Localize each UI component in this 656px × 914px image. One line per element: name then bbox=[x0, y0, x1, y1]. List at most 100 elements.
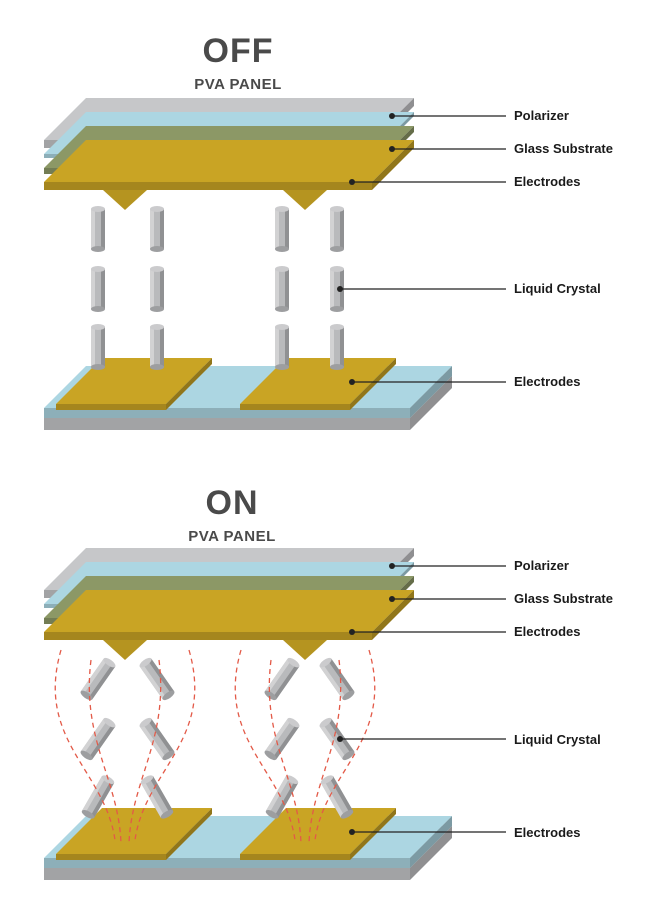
on-liquid-crystal-r3c4-highlight bbox=[320, 781, 345, 818]
on-liquid-crystal-r1c3 bbox=[264, 657, 300, 701]
off-liquid-crystal-r1c3-base bbox=[275, 246, 289, 252]
off-panel-illustration bbox=[44, 98, 506, 430]
on-bottom-polarizer-layer-side bbox=[410, 826, 452, 880]
on-field-line-0-d bbox=[128, 659, 162, 845]
off-liquid-crystal-r1c1 bbox=[91, 206, 105, 252]
on-electrode-pad-right-front bbox=[240, 854, 350, 860]
on-liquid-crystal-r3c4-cap bbox=[320, 775, 334, 785]
on-liquid-crystal-r3c1-highlight bbox=[81, 776, 106, 813]
off-label-liquid-crystal: Liquid Crystal bbox=[514, 281, 601, 296]
off-leader-electrodes-bottom-dot bbox=[349, 379, 355, 385]
on-liquid-crystal-r3c3-shadow bbox=[274, 781, 299, 818]
off-liquid-crystal-r3c4-cap bbox=[330, 324, 344, 330]
off-liquid-crystal-r2c3-cap bbox=[275, 266, 289, 272]
on-liquid-crystal-r3c1-base bbox=[81, 809, 95, 819]
off-liquid-crystal-r2c4-highlight bbox=[330, 269, 334, 309]
on-leader-electrodes-top-dot bbox=[349, 629, 355, 635]
off-liquid-crystal-r2c2-base bbox=[150, 306, 164, 312]
off-liquid-crystal-r2c1-base bbox=[91, 306, 105, 312]
on-liquid-crystal-r2c4-cap bbox=[319, 717, 332, 728]
on-field-line-0-b bbox=[134, 649, 196, 841]
on-liquid-crystal-r3c2-base bbox=[160, 809, 174, 819]
on-top-electrode-layer-top bbox=[44, 590, 414, 632]
on-liquid-crystal-r1c3-body bbox=[264, 658, 300, 700]
on-leader-liquid-crystal-dot bbox=[337, 736, 343, 742]
on-electrode-pad-right-top bbox=[240, 808, 396, 854]
off-liquid-crystal-r2c3 bbox=[275, 266, 289, 312]
on-liquid-crystal-r3c2-cap bbox=[140, 775, 154, 785]
off-liquid-crystal-r3c3 bbox=[275, 324, 289, 370]
on-liquid-crystal-r1c1-shadow bbox=[88, 664, 116, 700]
off-liquid-crystal-r2c4-cap bbox=[330, 266, 344, 272]
off-liquid-crystal-r2c2 bbox=[150, 266, 164, 312]
on-protrusion-2 bbox=[283, 640, 327, 660]
on-electrode-pad-right-side bbox=[350, 808, 396, 860]
off-liquid-crystal-r3c3-base bbox=[275, 364, 289, 370]
off-liquid-crystal-r3c4 bbox=[330, 324, 344, 370]
on-liquid-crystal-r3c3-base bbox=[265, 809, 279, 819]
off-top-electrode-layer bbox=[44, 140, 414, 190]
on-liquid-crystal-r1c3-cap bbox=[287, 657, 300, 668]
off-liquid-crystal-r2c1-shadow bbox=[101, 269, 105, 309]
on-liquid-crystal-r1c1 bbox=[80, 657, 116, 701]
on-state-title: ON bbox=[205, 484, 259, 522]
on-panel-illustration bbox=[44, 548, 506, 880]
off-liquid-crystal-r1c2-highlight bbox=[150, 209, 154, 249]
on-label-polarizer: Polarizer bbox=[514, 558, 569, 573]
off-protrusion-1 bbox=[103, 190, 147, 210]
on-liquid-crystal-r1c3-highlight bbox=[264, 658, 292, 694]
on-liquid-crystal-r2c3 bbox=[264, 717, 300, 761]
on-label-glass-substrate: Glass Substrate bbox=[514, 591, 613, 606]
off-label-electrodes-top: Electrodes bbox=[514, 174, 581, 189]
on-liquid-crystal-r2c3-base bbox=[264, 750, 277, 761]
off-liquid-crystal-r3c4-shadow bbox=[340, 327, 344, 367]
on-liquid-crystal-r3c3-highlight bbox=[265, 776, 290, 813]
off-liquid-crystal-r1c4 bbox=[330, 206, 344, 252]
off-liquid-crystal-r1c1-shadow bbox=[101, 209, 105, 249]
on-liquid-crystal-r3c2-highlight bbox=[140, 781, 165, 818]
on-liquid-crystal-r1c2-base bbox=[162, 690, 175, 701]
on-liquid-crystal-r1c2-body bbox=[139, 658, 175, 700]
on-liquid-crystal-r2c1 bbox=[80, 717, 116, 761]
on-liquid-crystal-r3c4-body bbox=[320, 776, 354, 818]
off-panel-subtitle: PVA PANEL bbox=[194, 76, 282, 93]
on-liquid-crystal-r2c3-cap bbox=[287, 717, 300, 728]
on-liquid-crystal-r3c1-body bbox=[81, 776, 115, 818]
on-protrusion-1 bbox=[103, 640, 147, 660]
on-liquid-crystal-r1c2-cap bbox=[139, 657, 152, 668]
off-liquid-crystal-r2c3-shadow bbox=[285, 269, 289, 309]
off-label-glass-substrate: Glass Substrate bbox=[514, 141, 613, 156]
off-liquid-crystal-r3c3-highlight bbox=[275, 327, 279, 367]
on-field-line-1-b bbox=[314, 649, 376, 841]
off-liquid-crystal-r3c2-shadow bbox=[160, 327, 164, 367]
off-protrusion-2 bbox=[283, 190, 327, 210]
on-bottom-glass-layer-front bbox=[44, 858, 410, 868]
on-liquid-crystal-r1c4-highlight bbox=[319, 664, 347, 700]
off-label-electrodes-bottom: Electrodes bbox=[514, 374, 581, 389]
off-liquid-crystal-r1c2 bbox=[150, 206, 164, 252]
on-liquid-crystal-r2c2-cap bbox=[139, 717, 152, 728]
on-liquid-crystal-r1c2 bbox=[139, 657, 175, 701]
on-bottom-glass-layer-side bbox=[410, 816, 452, 868]
on-label-liquid-crystal: Liquid Crystal bbox=[514, 732, 601, 747]
on-liquid-crystal-r2c1-highlight bbox=[80, 718, 108, 754]
off-liquid-crystal-r3c2-highlight bbox=[150, 327, 154, 367]
off-liquid-crystal-r2c4-base bbox=[330, 306, 344, 312]
on-liquid-crystal-r1c1-highlight bbox=[80, 658, 108, 694]
off-liquid-crystal-r1c2-cap bbox=[150, 206, 164, 212]
off-top-electrode-layer-top bbox=[44, 140, 414, 182]
on-liquid-crystal-r2c1-base bbox=[80, 750, 93, 761]
on-liquid-crystal-r1c3-base bbox=[264, 690, 277, 701]
off-electrode-pad-left-side bbox=[166, 358, 212, 410]
on-electrode-pad-left-top bbox=[56, 808, 212, 854]
on-panel-subtitle: PVA PANEL bbox=[188, 528, 276, 545]
on-liquid-crystal-r1c4-base bbox=[342, 690, 355, 701]
on-top-electrode-layer-front bbox=[44, 632, 372, 640]
off-liquid-crystal-r1c4-highlight bbox=[330, 209, 334, 249]
off-liquid-crystal-r1c3-shadow bbox=[285, 209, 289, 249]
on-liquid-crystal-r3c1 bbox=[81, 775, 115, 819]
off-liquid-crystal-r3c4-highlight bbox=[330, 327, 334, 367]
off-top-electrode-layer-front bbox=[44, 182, 372, 190]
on-leader-glass-substrate-dot bbox=[389, 596, 395, 602]
